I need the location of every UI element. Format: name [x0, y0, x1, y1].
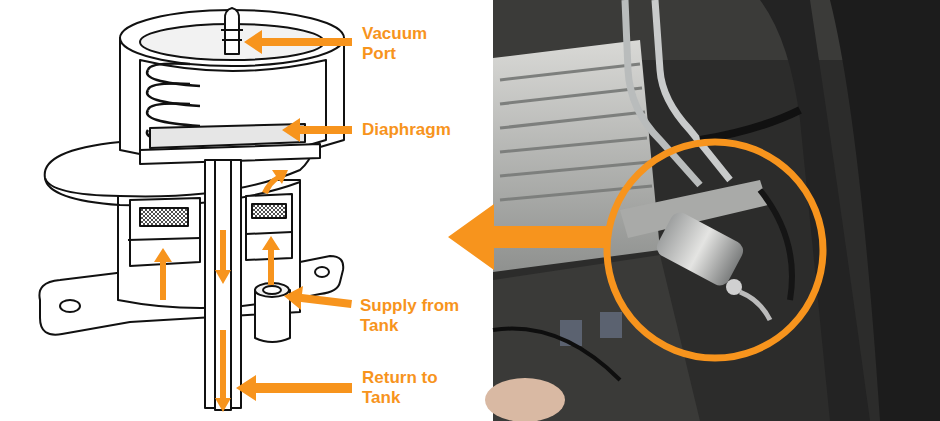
- part-label: Return to Tank: [362, 368, 450, 407]
- part-label: Supply from Tank: [360, 296, 466, 335]
- leader-arrows: [236, 30, 352, 401]
- part-label: Vacuum Port: [362, 24, 436, 63]
- pointer-arrow: [448, 204, 608, 270]
- flow-arrows: [154, 170, 288, 412]
- part-label: Diaphragm: [362, 120, 451, 140]
- engine-photo: [485, 0, 940, 421]
- regulator-drawing: [39, 8, 344, 410]
